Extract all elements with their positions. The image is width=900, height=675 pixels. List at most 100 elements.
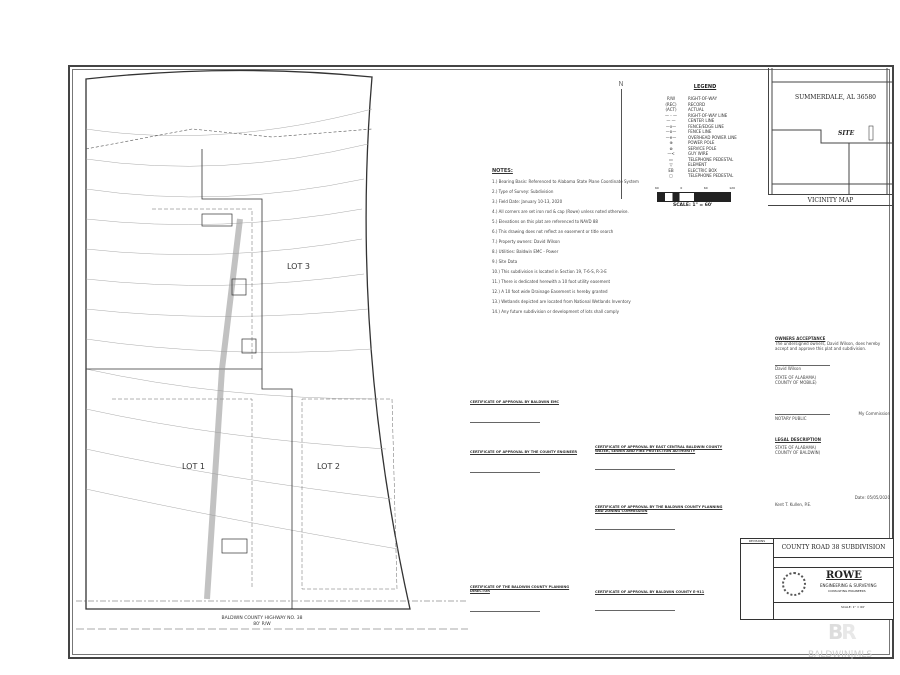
plat-drawing: LOT 3 LOT 1 LOT 2 BALDWIN COUNTY HIGHWAY…	[76, 69, 468, 630]
legend-label: FENCE/EDGE LINE	[688, 123, 724, 129]
lot-divider	[261, 369, 293, 609]
legend-symbol: ▢	[669, 173, 673, 178]
watermark-text: BALDWIN|MLS	[808, 650, 873, 660]
note-item: 3.) Field Date: January 10-13, 2020	[492, 199, 563, 204]
legend-label: TELEPHONE PEDESTAL	[688, 156, 734, 162]
legend-item: ▭TELEPHONE PEDESTAL	[660, 157, 750, 163]
firm-subtitle-2: CONSULTING ENGINEERS	[828, 589, 866, 593]
legend-symbol: ⊕	[669, 140, 673, 145]
note-item: 7.) Property owners: David Wilson	[492, 239, 560, 244]
legend-item: —o— FENCE LINE	[660, 129, 750, 135]
note-item: 6.) This drawing does not reflect an eas…	[492, 229, 614, 234]
note-item: 10.) This subdivision is located in Sect…	[492, 269, 607, 274]
legend-label: TELEPHONE PEDESTAL	[688, 173, 734, 178]
legend-symbol: — —	[666, 118, 676, 123]
note-item: 9.) Site Data	[492, 259, 518, 264]
note-item: 2.) Type of Survey: Subdivision	[492, 189, 554, 194]
lot-1-label: LOT 1	[182, 462, 205, 471]
legend-symbol: —x—	[665, 123, 677, 129]
compass-logo	[782, 572, 806, 596]
title-block: REVISIONS COUNTY ROAD 38 SUBDIVISION ROW…	[740, 538, 894, 620]
legend-item: ⊗SERVICE POLE	[660, 146, 750, 152]
sheet-inner-border	[72, 69, 890, 655]
building	[201, 213, 233, 227]
certificate-heading: CERTIFICATE OF APPROVAL BY THE COUNTY EN…	[470, 450, 578, 454]
legend-label: ELECTRIC BOX	[688, 167, 717, 173]
legend-item: EB ELECTRIC BOX	[660, 168, 750, 174]
legend-symbol: (ACT)	[665, 107, 677, 112]
certificate-block: CERTIFICATE OF APPROVAL BY THE COUNTY EN…	[470, 450, 580, 473]
owners-acceptance: OWNERS ACCEPTANCE The undersigned owners…	[775, 336, 890, 507]
legend-label: ACTUAL	[688, 107, 704, 112]
survey-date: Date: 05/05/2020	[854, 495, 890, 500]
legend-item: ▽ ELEMENT	[660, 162, 750, 168]
note-item: 11.) There is dedicated herewith a 10 fo…	[492, 279, 611, 284]
legend-symbol: EB	[668, 167, 674, 173]
note-item: 5.) Elevations on this plat are referenc…	[492, 219, 598, 224]
title-scale: SCALE: 1" = 60'	[841, 605, 865, 609]
notary: NOTARY PUBLIC	[775, 416, 807, 421]
legend-label: OVERHEAD POWER LINE	[688, 134, 737, 140]
legend-item: ▢ TELEPHONE PEDESTAL	[660, 173, 750, 179]
legend-heading: LEGEND	[693, 84, 717, 90]
wetland-line	[85, 128, 373, 150]
legend-symbol: —<	[667, 151, 675, 156]
vicinity-city: SUMMERDALE, AL 36580	[795, 94, 876, 101]
scale-tick: 60	[655, 186, 659, 190]
surveyor-name: Kent T. Kullen, P.E.	[775, 502, 812, 507]
note-item: 8.) Utilities: Baldwin EMC - Power	[492, 249, 559, 254]
owners-text: The undersigned owners, David Wilson, do…	[775, 341, 881, 351]
building	[241, 338, 257, 354]
parcel-boundary	[85, 69, 411, 610]
note-item: 4.) All corners are set iron rod & cap (…	[492, 209, 629, 214]
legal-county: COUNTY OF BALDWIN)	[775, 450, 821, 455]
firm-subtitle: ENGINEERING & SURVEYING	[820, 583, 877, 588]
scale-bar	[657, 192, 731, 202]
sheet-border	[68, 65, 894, 659]
legend-item: —x— FENCE/EDGE LINE	[660, 124, 750, 130]
certificate-block: CERTIFICATE OF APPROVAL BY BALDWIN EMC	[470, 400, 580, 423]
legend-item: —<GUY WIRE	[660, 151, 750, 157]
watermark-logo: BR	[828, 620, 857, 644]
road-name: BALDWIN COUNTY HIGHWAY NO. 38	[222, 615, 303, 621]
legend-label: FENCE LINE	[688, 129, 712, 134]
notes-block: NOTES: 1.) Bearing Basis: Referenced to …	[492, 168, 742, 314]
legend-label: POWER POLE	[688, 140, 715, 145]
lot3-boundary	[86, 149, 263, 370]
scale-tick-labels: 60 0 60 120	[655, 186, 735, 190]
legend-item: — —CENTER LINE	[660, 118, 750, 124]
legend-item: —e—OVERHEAD POWER LINE	[660, 135, 750, 141]
legend-label: ELEMENT	[688, 162, 707, 167]
legend-symbol: —o—	[665, 129, 677, 134]
vicinity-map	[768, 68, 892, 194]
note-item: 13.) Wetlands depicted are located from …	[492, 299, 631, 304]
setback-lines	[112, 208, 398, 590]
legend-symbol: — - —	[665, 112, 677, 118]
certificate-block: CERTIFICATE OF APPROVAL BY EAST CENTRAL …	[595, 445, 725, 470]
certificate-block: CERTIFICATE OF THE BALDWIN COUNTY PLANNI…	[470, 585, 580, 612]
state: STATE OF ALABAMA)	[775, 375, 817, 380]
certificate-heading: CERTIFICATE OF APPROVAL BY BALDWIN COUNT…	[595, 590, 705, 594]
certificate-block: CERTIFICATE OF APPROVAL BY BALDWIN COUNT…	[595, 590, 725, 611]
legend-symbol: ▽	[669, 162, 673, 167]
project-title: COUNTY ROAD 38 SUBDIVISION	[774, 539, 893, 558]
legend-symbol: (REC)	[665, 101, 677, 107]
certificate-heading: CERTIFICATE OF APPROVAL BY THE BALDWIN C…	[595, 505, 723, 513]
north-label: N	[618, 80, 624, 88]
lot-3-label: LOT 3	[287, 262, 310, 271]
note-item: 12.) A 10 foot wide Drainage Easement is…	[492, 289, 608, 294]
commission: My Commission	[858, 411, 891, 416]
legend-symbol: R/W	[666, 96, 676, 101]
legend-symbol: ⊗	[669, 145, 673, 151]
owners-heading: OWNERS ACCEPTANCE	[775, 336, 826, 341]
owner-name: David Wilson	[775, 366, 801, 371]
legend-item: — - —RIGHT-OF-WAY LINE	[660, 113, 750, 119]
scale-tick: 120	[729, 186, 735, 190]
note-item: 14.) Any future subdivision or developme…	[492, 309, 619, 314]
contour-lines	[85, 108, 399, 550]
revisions-label: REVISIONS	[741, 539, 773, 544]
building	[221, 538, 248, 554]
building	[231, 278, 247, 296]
